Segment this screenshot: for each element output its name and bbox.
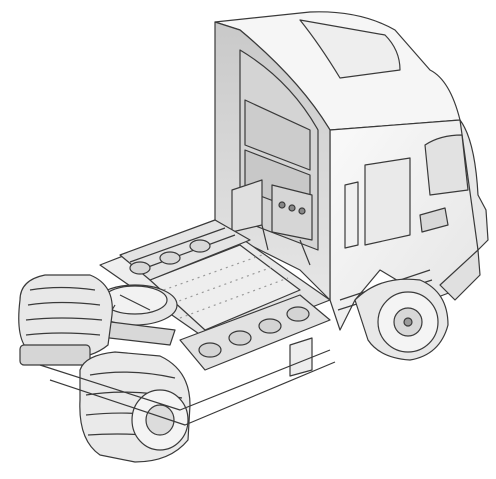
wheel-icon	[354, 278, 449, 361]
cab-back-equipment	[231, 179, 313, 266]
wheel-icon	[79, 351, 191, 463]
fifth-wheel-icon	[91, 284, 178, 346]
chassis-rail	[39, 349, 336, 426]
fuel-tank-icon	[119, 219, 251, 281]
front-bumper	[439, 249, 481, 301]
wheel-icon	[18, 274, 113, 366]
side-tanks	[179, 294, 331, 371]
